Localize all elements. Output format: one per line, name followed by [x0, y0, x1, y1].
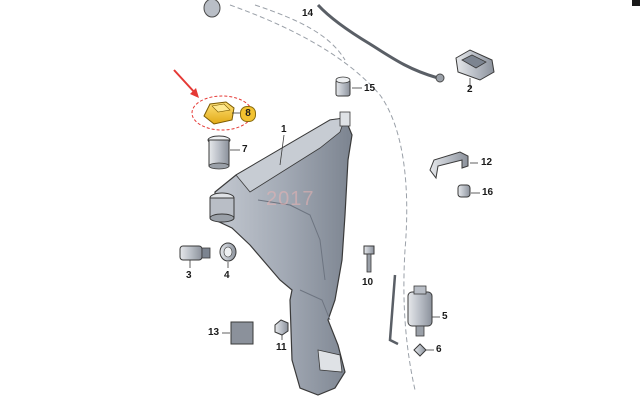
callout-10: 10	[362, 277, 374, 288]
body-outline-dashed-2	[254, 4, 346, 61]
part-13-pad	[230, 321, 254, 345]
callout-6: 6	[436, 344, 442, 355]
callout-12: 12	[481, 157, 493, 168]
callout-5: 5	[442, 311, 448, 322]
part-top-left	[203, 0, 221, 18]
callout-14: 14	[302, 8, 314, 19]
part-2-nozzle	[455, 49, 495, 88]
part-16-clip	[457, 184, 471, 198]
part-3-sensor	[179, 245, 211, 268]
red-arrow	[173, 69, 199, 98]
callout-16: 16	[482, 187, 494, 198]
callout-11: 11	[276, 342, 287, 353]
part-5-pump	[407, 285, 433, 337]
part-rod	[388, 274, 399, 346]
part-10-bolt	[363, 245, 375, 273]
washer-tank	[209, 111, 353, 396]
callout-13: 13	[208, 327, 220, 338]
part-6-fitting	[413, 343, 427, 357]
callout-2: 2	[467, 84, 473, 95]
part-15-grommet	[335, 76, 351, 97]
hose-14	[316, 3, 439, 80]
part-8-cap	[203, 101, 235, 125]
part-7-sieve	[207, 135, 231, 170]
callout-15: 15	[364, 83, 376, 94]
part-12-bracket	[429, 151, 469, 180]
callout-3: 3	[186, 270, 192, 281]
watermark-text: 2017	[266, 188, 315, 210]
part-4-grommet	[219, 242, 237, 268]
callout-1: 1	[281, 124, 287, 135]
part-11-nut	[274, 319, 289, 340]
callout-8: 8	[240, 106, 256, 122]
hose-connector	[435, 73, 445, 83]
callout-7: 7	[242, 144, 248, 155]
corner-mark	[632, 0, 640, 6]
callout-4: 4	[224, 270, 230, 281]
body-outline-dashed	[229, 4, 416, 391]
